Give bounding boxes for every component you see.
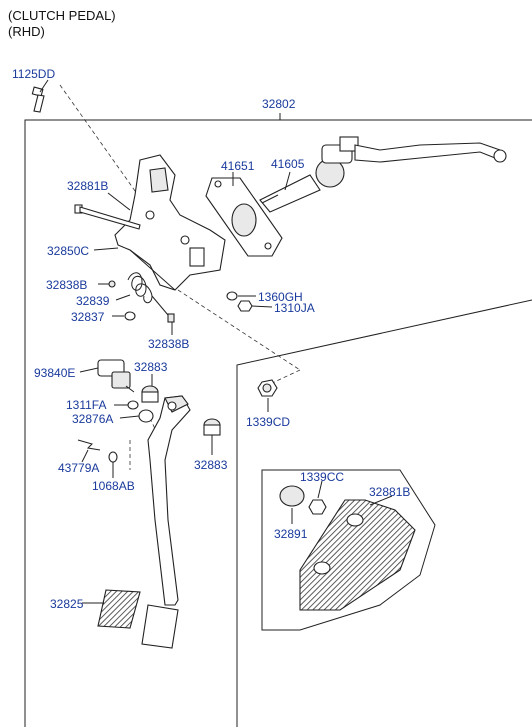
bolt-32881b-top <box>74 204 141 230</box>
nut-1311fa <box>127 400 139 410</box>
label-1360gh: 1360GH <box>258 290 303 304</box>
label-32883-top: 32883 <box>134 360 168 374</box>
label-41651: 41651 <box>221 159 255 173</box>
label-32802: 32802 <box>262 97 296 111</box>
label-32837: 32837 <box>71 310 105 324</box>
label-1339cd: 1339CD <box>246 415 290 429</box>
nut-1339cd <box>257 379 278 397</box>
clutch-switch-93840e <box>97 359 135 393</box>
label-1339cc: 1339CC <box>300 470 344 484</box>
diagram-title: (CLUTCH PEDAL) <box>8 8 116 23</box>
pedal-arm-32825 <box>97 395 191 649</box>
label-32839: 32839 <box>76 294 110 308</box>
washer-32876a <box>138 409 154 423</box>
label-32876a: 32876A <box>72 412 113 426</box>
gasket-41651 <box>205 177 283 257</box>
label-32838b-left: 32838B <box>46 278 87 292</box>
diagram-subtitle: (RHD) <box>8 24 45 39</box>
pedal-bracket-32850c <box>114 154 226 291</box>
label-43779a: 43779A <box>58 461 99 475</box>
label-1311fa: 1311FA <box>66 398 106 412</box>
pedal-pad-assembly <box>261 469 436 631</box>
nut-1310ja <box>237 300 253 312</box>
label-93840e: 93840E <box>34 366 75 380</box>
label-32825: 32825 <box>50 597 84 611</box>
assembly-frame <box>24 113 532 727</box>
clip-43779a <box>77 439 101 451</box>
nut-1360gh <box>226 291 238 301</box>
stopper-32883-right <box>203 418 221 436</box>
label-32891: 32891 <box>274 527 308 541</box>
label-32881b-top: 32881B <box>67 179 108 193</box>
label-1068ab: 1068AB <box>92 479 135 493</box>
bushing-1068ab <box>108 451 118 463</box>
label-1310ja: 1310JA <box>274 301 315 315</box>
label-32850c: 32850C <box>47 244 89 258</box>
leader-lines <box>39 79 393 604</box>
stopper-32883-top <box>141 385 159 403</box>
pin-32838b-mid <box>167 313 175 323</box>
master-cylinder-41605 <box>259 136 507 213</box>
label-32883-right: 32883 <box>194 458 228 472</box>
label-32838b-mid: 32838B <box>148 337 189 351</box>
pin-32838b-left <box>98 280 116 288</box>
label-41605: 41605 <box>271 157 305 171</box>
return-spring-32839 <box>127 272 169 316</box>
label-1125dd: 1125DD <box>12 67 55 81</box>
bushing-32837 <box>124 311 136 321</box>
bolt-1125dd <box>31 84 146 206</box>
label-32881b-pad: 32881B <box>369 485 410 499</box>
